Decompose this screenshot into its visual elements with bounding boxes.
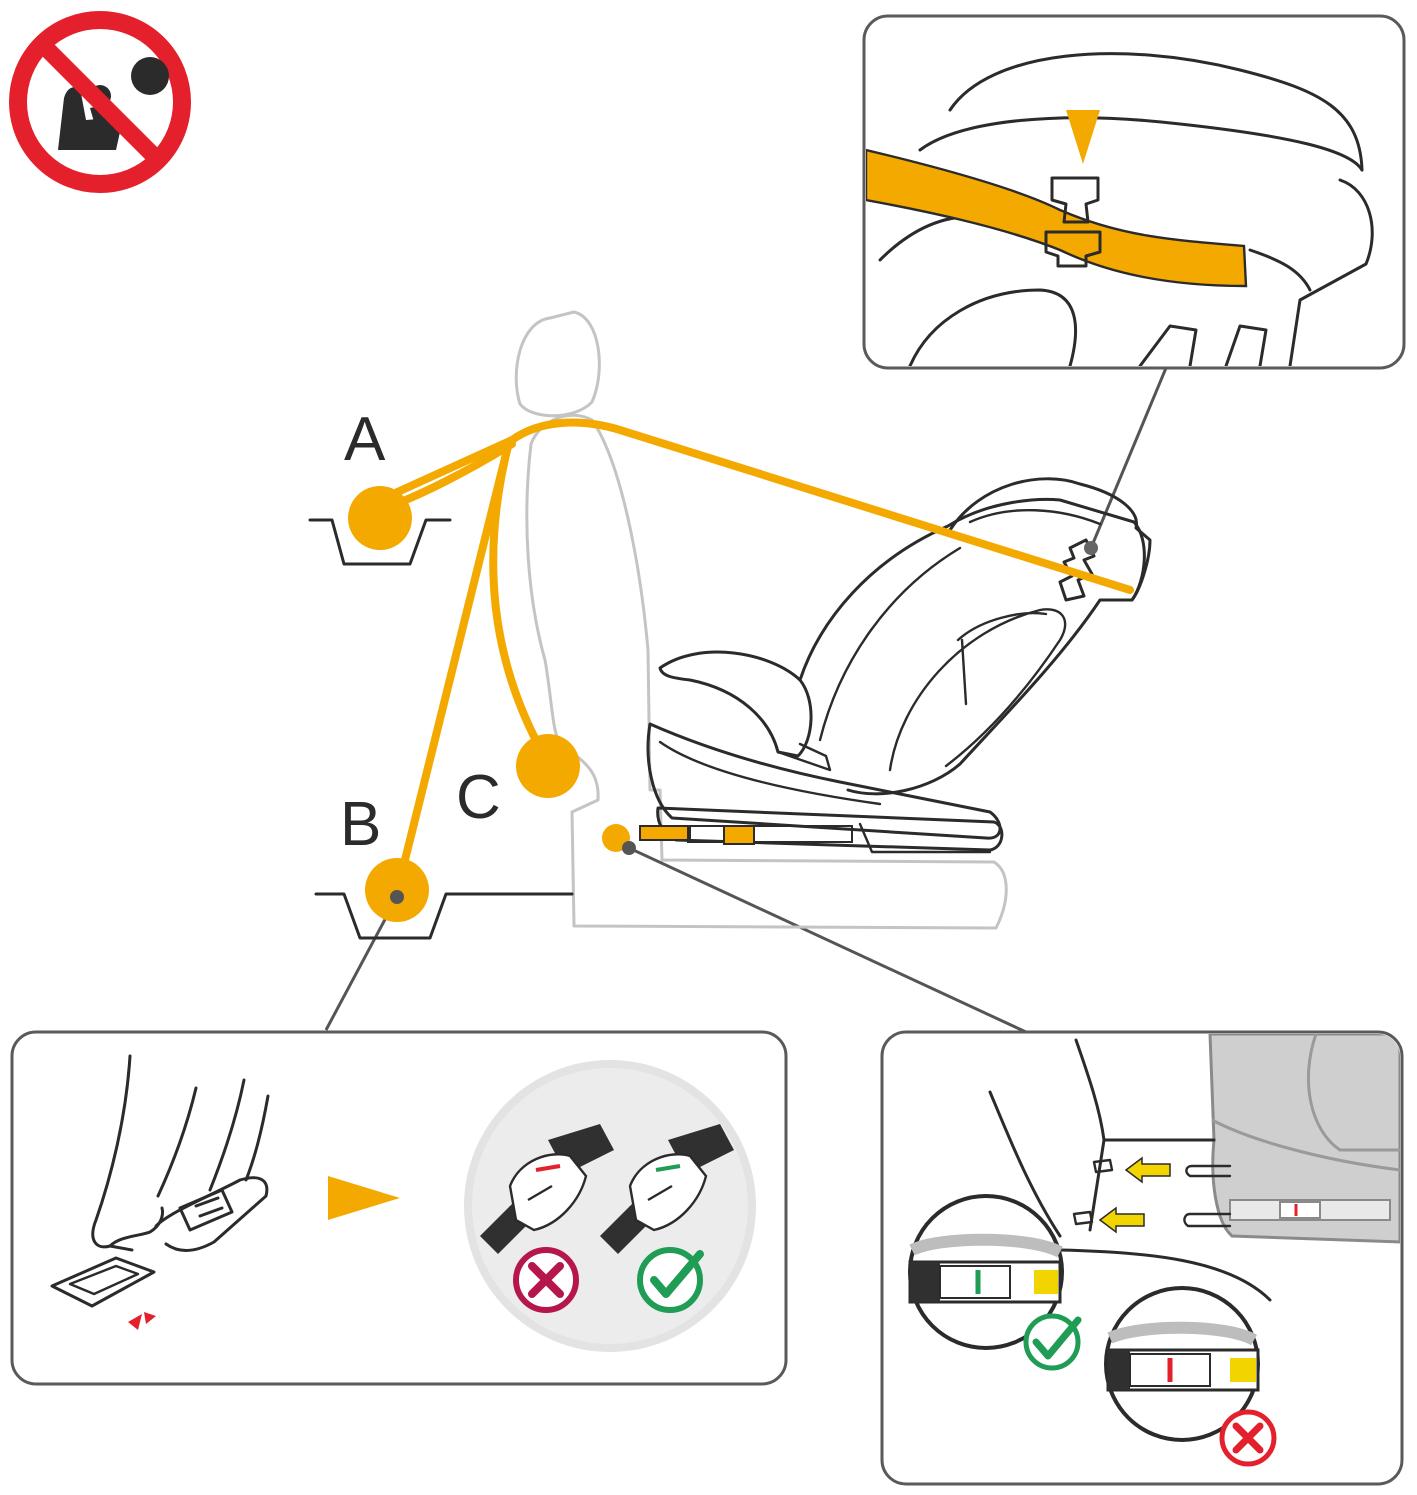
tether-strap-c (489, 442, 546, 756)
detail-panel-isofix-indicator (880, 1030, 1404, 1486)
vehicle-headrest (514, 310, 601, 418)
vehicle-seat-outline (514, 310, 1008, 930)
guide-pointer (1066, 110, 1100, 164)
shoulder-belt-guide (1058, 538, 1096, 602)
detail-panel-shoulder-guide (862, 14, 1406, 370)
seat-base-plate (656, 806, 1004, 852)
buckle-unlocked (480, 1124, 614, 1254)
seat-cushion (658, 650, 813, 758)
label-c: C (456, 763, 501, 832)
vehicle-seat-back (525, 413, 1008, 930)
detail-panel-buckle-release (10, 1030, 788, 1386)
floor-anchors (308, 518, 574, 940)
seat-backrest (798, 497, 1146, 796)
anchor-point-c (516, 734, 580, 798)
indicator-ok-view (908, 1194, 1064, 1350)
shoulder-belt-strap (376, 418, 1134, 594)
buckle-locked (600, 1124, 734, 1254)
indicator-not-ok-view (1104, 1286, 1260, 1442)
child-car-seat (639, 477, 1152, 854)
seat-headrest (948, 477, 1152, 602)
cross-mark-icon (1219, 1409, 1277, 1467)
check-mark-icon (637, 1247, 704, 1313)
anchor-point-a (348, 486, 412, 550)
cross-mark-icon (513, 1247, 579, 1313)
belt-route (348, 418, 1134, 922)
tether-strap-b (396, 442, 512, 884)
check-mark-icon (1023, 1313, 1082, 1371)
label-a: A (344, 405, 386, 474)
no-airbag-warning-icon: AIRBAG (9, 11, 191, 193)
buckle-release-icon (50, 1054, 270, 1330)
label-b: B (340, 790, 381, 859)
seat-base-shell (646, 722, 1002, 840)
shoulder-belt-detail (866, 148, 1248, 288)
arrow-right-icon (328, 1176, 400, 1220)
buckle-comparison (464, 1060, 756, 1352)
